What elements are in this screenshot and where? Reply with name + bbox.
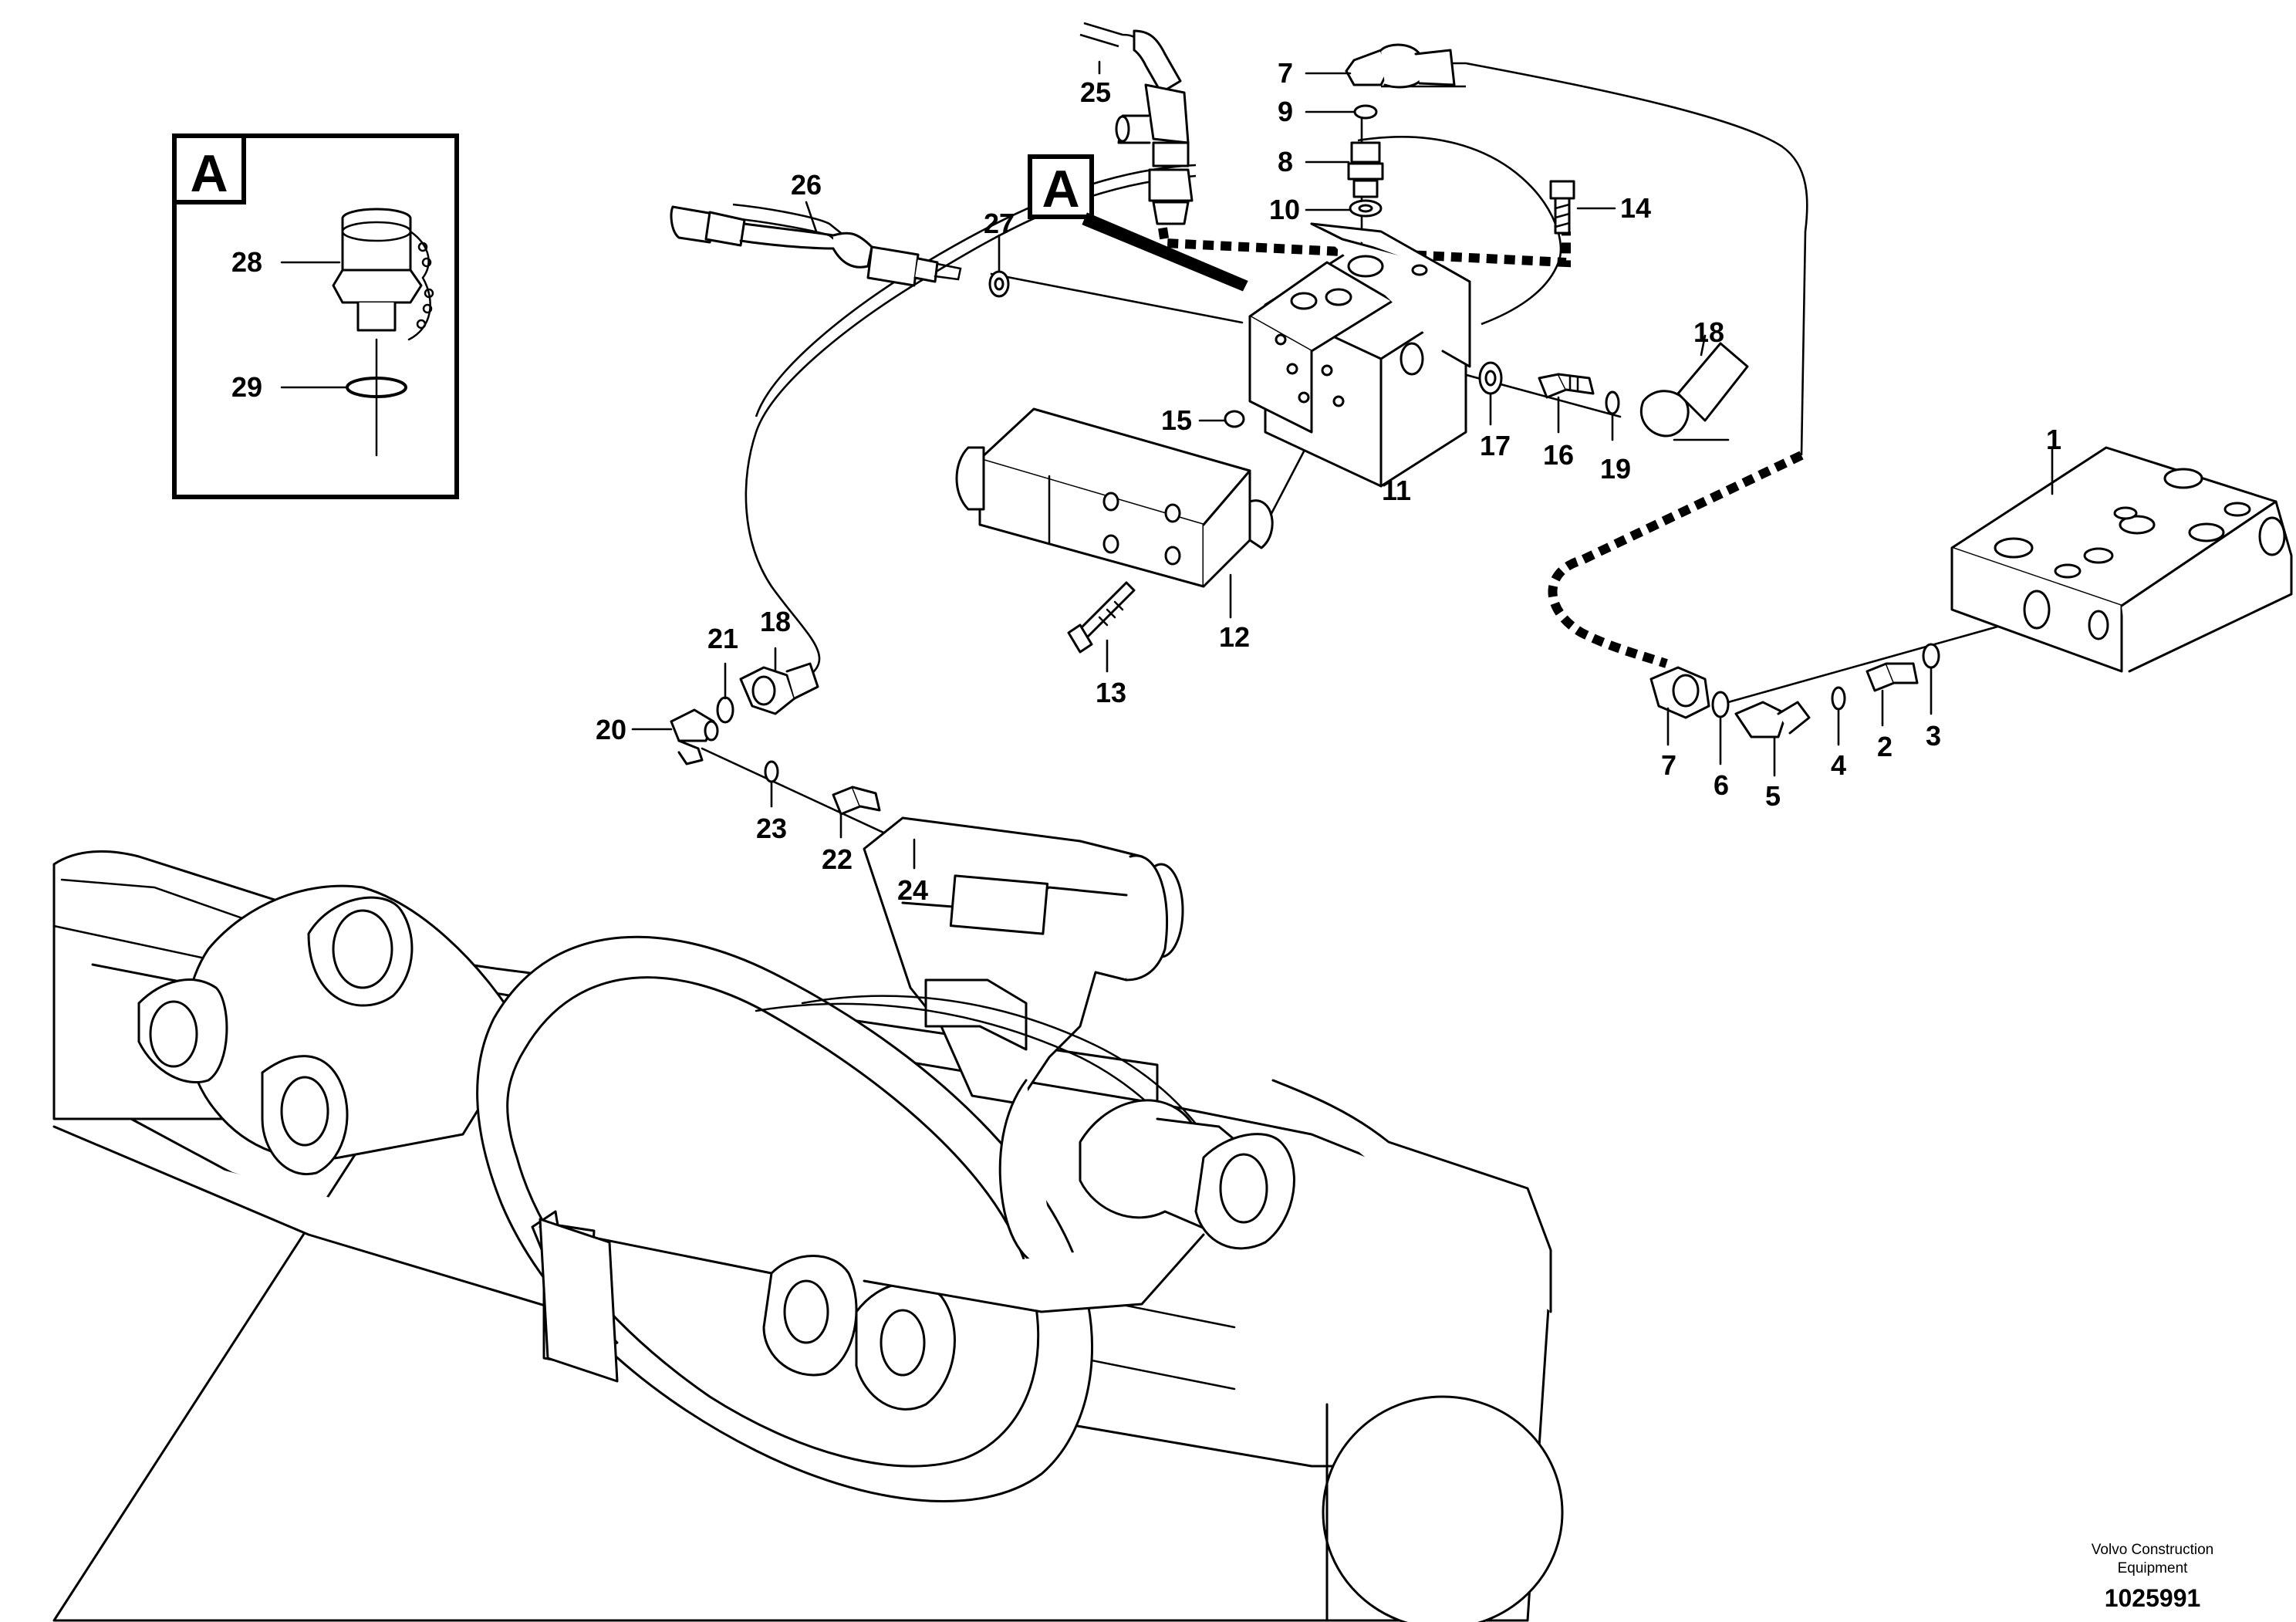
elbow-fitting-5 bbox=[1734, 701, 1811, 738]
tee-fitting-25 bbox=[1115, 29, 1194, 225]
hose-fitting-18-right bbox=[1639, 342, 1749, 438]
leader-lines bbox=[631, 60, 2054, 870]
valve-block-1 bbox=[1950, 446, 2293, 673]
label-18-right: 18 bbox=[1693, 316, 1724, 348]
label-11: 11 bbox=[1382, 475, 1411, 506]
label-29: 29 bbox=[231, 371, 262, 403]
fitting-chain-right bbox=[1649, 643, 1940, 738]
adapter-2 bbox=[1866, 662, 1919, 692]
label-25: 25 bbox=[1080, 76, 1111, 108]
detail-box-a: A 28 29 bbox=[172, 133, 459, 499]
label-22: 22 bbox=[822, 843, 853, 875]
adapter-22 bbox=[832, 786, 881, 816]
adapter-8 bbox=[1347, 141, 1384, 198]
label-7-top: 7 bbox=[1278, 57, 1293, 89]
bolt-14 bbox=[1549, 180, 1575, 235]
o-ring-4 bbox=[1831, 686, 1846, 711]
label-26: 26 bbox=[791, 169, 822, 201]
label-13: 13 bbox=[1096, 677, 1126, 708]
elbow-fitting-20 bbox=[670, 708, 719, 765]
sensor-26 bbox=[670, 205, 962, 287]
footer: Volvo Construction Equipment 1025991 bbox=[2092, 1542, 2213, 1612]
label-10: 10 bbox=[1269, 194, 1300, 225]
o-ring-23 bbox=[764, 760, 779, 783]
adapter-16 bbox=[1538, 373, 1595, 399]
label-20: 20 bbox=[596, 714, 626, 745]
label-19: 19 bbox=[1600, 453, 1631, 485]
nut-fitting-7-right bbox=[1649, 666, 1710, 719]
plug-15 bbox=[1224, 410, 1245, 428]
label-9: 9 bbox=[1278, 96, 1293, 127]
o-ring-19 bbox=[1605, 390, 1620, 415]
hose-fitting-18-left bbox=[739, 662, 819, 715]
solenoid-valve-12 bbox=[955, 407, 1274, 588]
label-23: 23 bbox=[756, 813, 787, 844]
quick-coupling-28 bbox=[332, 208, 434, 341]
label-1: 1 bbox=[2046, 424, 2061, 455]
o-ring-3 bbox=[1922, 643, 1940, 669]
callout-letter: A bbox=[1042, 160, 1079, 218]
label-6: 6 bbox=[1714, 769, 1729, 801]
axle-housing bbox=[52, 816, 1564, 1622]
o-ring-6 bbox=[1711, 691, 1730, 718]
label-4: 4 bbox=[1831, 749, 1846, 781]
label-28: 28 bbox=[231, 246, 262, 278]
fitting-chain-left bbox=[670, 662, 922, 841]
o-ring-21 bbox=[716, 696, 734, 724]
detail-box-letter: A bbox=[190, 144, 228, 203]
label-15: 15 bbox=[1161, 404, 1192, 436]
valve-block-11 bbox=[1248, 222, 1471, 488]
label-16: 16 bbox=[1543, 439, 1574, 471]
label-24: 24 bbox=[897, 874, 928, 906]
label-8: 8 bbox=[1278, 146, 1293, 177]
elbow-fitting-7-top bbox=[1345, 43, 1456, 89]
label-12: 12 bbox=[1219, 621, 1250, 653]
label-21: 21 bbox=[707, 623, 738, 654]
label-17: 17 bbox=[1480, 430, 1511, 461]
label-7-right: 7 bbox=[1661, 749, 1676, 781]
label-18-left: 18 bbox=[760, 606, 791, 637]
label-3: 3 bbox=[1926, 720, 1941, 752]
company-name-line1: Volvo Construction bbox=[2092, 1542, 2213, 1558]
company-name-line2: Equipment bbox=[2118, 1560, 2189, 1576]
label-2: 2 bbox=[1877, 731, 1893, 762]
drawing-number: 1025991 bbox=[2105, 1584, 2201, 1612]
callout-a: A bbox=[1028, 154, 1248, 292]
label-5: 5 bbox=[1765, 780, 1781, 812]
o-ring-9 bbox=[1353, 104, 1378, 120]
part-labels: 7 9 8 10 14 15 11 17 16 19 18 12 13 1 2 … bbox=[596, 57, 2061, 906]
label-27: 27 bbox=[984, 208, 1015, 239]
bolt-13 bbox=[1067, 581, 1136, 654]
label-14: 14 bbox=[1620, 192, 1651, 224]
